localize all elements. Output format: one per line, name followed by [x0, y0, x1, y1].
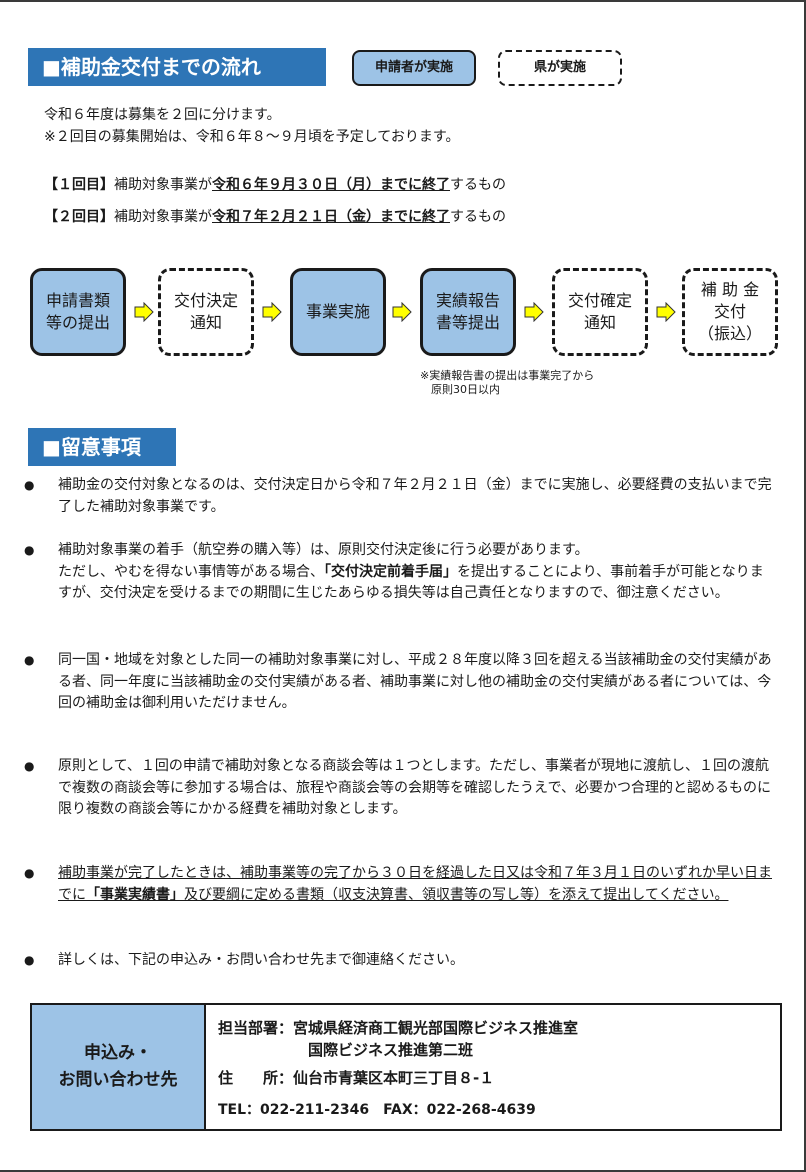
note-advance-start-3: を提出することにより、事前着手が可能となりますが、交付決定を受けるまでの期間に生… — [58, 563, 764, 602]
bullet-icon: ● — [24, 953, 35, 967]
contact-team: 国際ビジネス推進第二班 — [308, 1041, 474, 1059]
contact-address: 仙台市青葉区本町三丁目８-１ — [293, 1069, 495, 1087]
page-border-top — [0, 0, 806, 2]
flow-step-implementation: 事業実施 — [290, 268, 386, 356]
flow-step-report: 実績報告 書等提出 — [420, 268, 516, 356]
bullet-icon: ● — [24, 543, 35, 557]
round-2-line: 【２回目】補助対象事業が令和７年２月２１日（金）までに終了するもの — [44, 206, 506, 228]
flow-arrow-icon — [134, 302, 154, 322]
flow-arrow-icon — [524, 302, 544, 322]
bullet-icon: ● — [24, 866, 35, 880]
round-1-post: するもの — [450, 177, 506, 193]
flow-report-note: ※実績報告書の提出は事業完了から 原則30日以内 — [420, 369, 595, 396]
legend-applicant: 申請者が実施 — [352, 50, 476, 86]
page-border-right — [804, 0, 806, 1172]
note-eligibility: 補助金の交付対象となるのは、交付決定日から令和７年２月２１日（金）までに実施し、… — [58, 477, 772, 515]
note-completion-1: 補助事業が完了したときは、補助事業等の完了から３０日を経過した日又は令和７年３月… — [58, 865, 772, 903]
flow-arrow-icon — [262, 302, 282, 322]
note-advance-start: 補助対象事業の着手（航空券の購入等）は、原則交付決定後に行う必要があります。 た… — [58, 540, 774, 605]
bullet-icon: ● — [24, 759, 35, 773]
round-2-pre: 補助対象事業が — [114, 209, 212, 225]
section-title-flow: ■補助金交付までの流れ — [28, 48, 326, 86]
intro-line-1: 令和６年度は募集を２回に分けます。 — [44, 107, 281, 123]
contact-dept: 宮城県経済商工観光部国際ビジネス推進室 — [293, 1019, 579, 1037]
contact-address-line: 住 所：仙台市青葉区本町三丁目８-１ — [218, 1067, 494, 1088]
round-2-deadline: 令和７年２月２１日（金）までに終了 — [212, 209, 450, 225]
contact-dept-label: 担当部署： — [218, 1019, 294, 1037]
section-title-notes: ■留意事項 — [28, 428, 176, 466]
note-completion-report: 補助事業が完了したときは、補助事業等の完了から３０日を経過した日又は令和７年３月… — [58, 863, 774, 906]
round-1-deadline: 令和６年９月３０日（月）までに終了 — [212, 177, 450, 193]
contact-phone-fax: TEL：022-211-2346 FAX：022-268-4639 — [218, 1102, 536, 1118]
flow-step-payment: 補 助 金 交付 （振込） — [682, 268, 778, 356]
advance-start-form: 「交付決定前着手届」 — [324, 563, 457, 580]
note-advance-start-2: ただし、やむを得ない事情等がある場合、 — [58, 563, 324, 580]
round-1-line: 【１回目】補助対象事業が令和６年９月３０日（月）までに終了するもの — [44, 174, 506, 196]
page-border-bottom — [0, 1170, 806, 1172]
intro-line-2: ※２回目の募集開始は、令和６年８～９月頃を予定しております。 — [44, 129, 460, 145]
contact-address-label: 住 所： — [218, 1069, 294, 1087]
performance-report-form: 「事業実績書」 — [86, 886, 184, 903]
flow-step-grant-confirmation: 交付確定 通知 — [552, 268, 648, 356]
contact-dept-line: 担当部署：宮城県経済商工観光部国際ビジネス推進室 — [218, 1017, 578, 1038]
contact-heading: 申込み・ お問い合わせ先 — [32, 1005, 206, 1129]
note-advance-start-1: 補助対象事業の着手（航空券の購入等）は、原則交付決定後に行う必要があります。 — [58, 542, 589, 558]
round-2-label: 【２回目】 — [44, 209, 114, 225]
contact-box: 申込み・ お問い合わせ先 担当部署：宮城県経済商工観光部国際ビジネス推進室 国際… — [30, 1003, 782, 1131]
bullet-icon: ● — [24, 653, 35, 667]
round-2-post: するもの — [450, 209, 506, 225]
legend-prefecture: 県が実施 — [498, 50, 622, 86]
flow-step-grant-decision: 交付決定 通知 — [158, 268, 254, 356]
flow-step-application: 申請書類 等の提出 — [30, 268, 126, 356]
note-completion-2: 及び要綱に定める書類（収支決算書、領収書等の写し等）を添えて提出してください。 — [184, 886, 729, 903]
flow-arrow-icon — [392, 302, 412, 322]
note-trade-shows: 原則として、１回の申請で補助対象となる商談会等は１つとします。ただし、事業者が現… — [58, 758, 772, 817]
bullet-icon: ● — [24, 478, 35, 492]
flow-arrow-icon — [656, 302, 676, 322]
round-1-pre: 補助対象事業が — [114, 177, 212, 193]
note-usage-limit: 同一国・地域を対象とした同一の補助対象事業に対し、平成２８年度以降３回を超える当… — [58, 652, 772, 711]
note-inquiries: 詳しくは、下記の申込み・お問い合わせ先まで御連絡ください。 — [58, 952, 464, 968]
round-1-label: 【１回目】 — [44, 177, 114, 193]
